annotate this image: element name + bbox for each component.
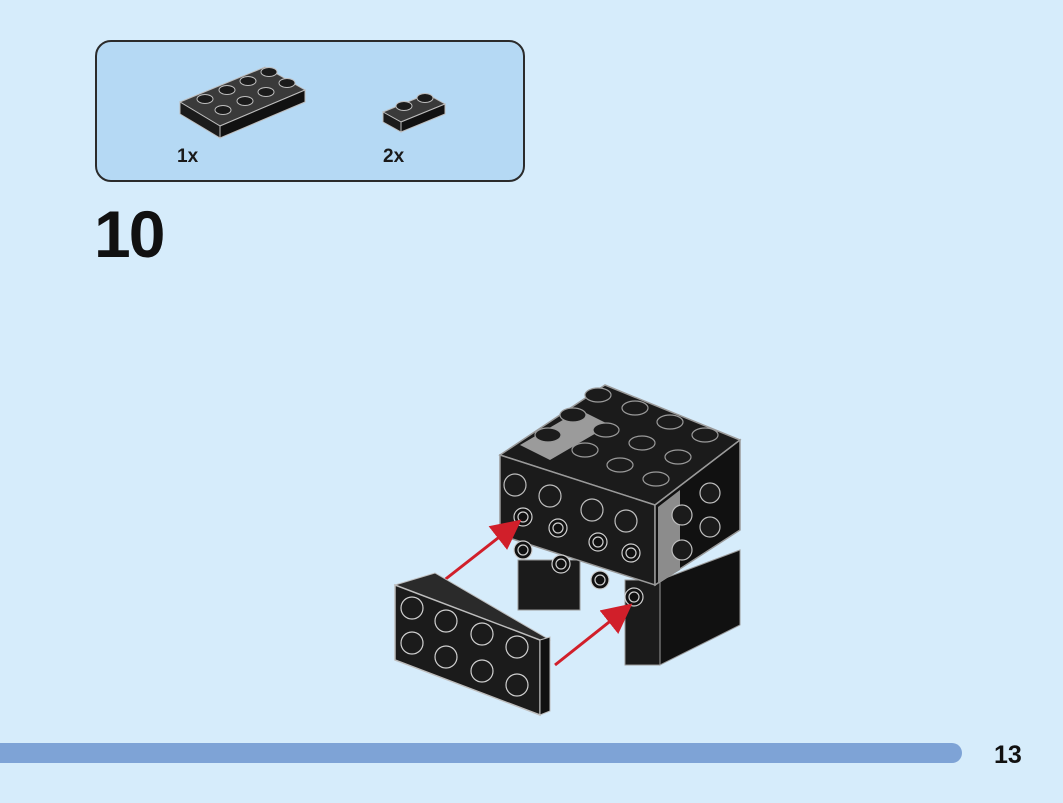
build-step-illustration bbox=[393, 384, 742, 717]
plate-2x4-black-icon bbox=[178, 66, 307, 139]
parts-callout-box: 1x 2x bbox=[95, 40, 525, 182]
page-progress-bar bbox=[0, 743, 962, 763]
step-number: 10 bbox=[94, 197, 165, 271]
part-quantity: 2x bbox=[383, 146, 405, 167]
page-number: 13 bbox=[994, 741, 1022, 769]
plate-1x2-black-icon bbox=[381, 93, 447, 133]
part-quantity: 1x bbox=[177, 146, 199, 167]
